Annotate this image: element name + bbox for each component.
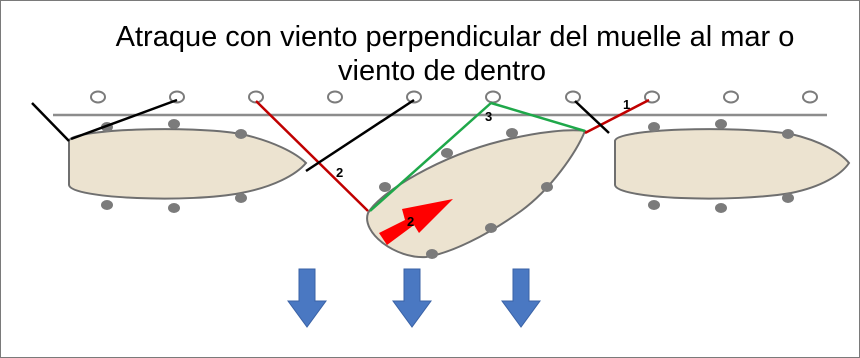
- bollard: [327, 90, 343, 104]
- bollard: [406, 90, 422, 104]
- line-black-1: [574, 100, 610, 134]
- fenders: [648, 119, 794, 213]
- movement-arrow: [379, 199, 453, 245]
- diagram-title-line-1: Atraque con viento perpendicular del mue…: [115, 21, 795, 53]
- label-arrow-2: 2: [407, 214, 414, 229]
- bollard: [802, 90, 818, 104]
- wind-arrow-icon: [392, 268, 432, 328]
- hull: [614, 128, 851, 200]
- bollard: [485, 90, 501, 104]
- boat-left: [31, 98, 308, 213]
- wind-arrows: [287, 268, 541, 328]
- spring-line: [70, 98, 178, 141]
- line-red-1: [584, 98, 650, 135]
- wind-arrow-icon: [287, 268, 327, 328]
- line-green-3a: [369, 102, 492, 212]
- line-black-2: [305, 98, 415, 173]
- hull: [366, 129, 587, 259]
- bollard: [169, 90, 185, 104]
- fenders: [101, 119, 247, 213]
- wind-arrow-icon: [501, 268, 541, 328]
- hull: [68, 128, 308, 200]
- bollard: [248, 90, 264, 104]
- boat-right: [614, 119, 851, 213]
- label-line-3: 3: [485, 109, 492, 124]
- stern-line: [31, 102, 70, 142]
- fenders: [379, 128, 553, 259]
- diagram-title-line-2: viento de dentro: [338, 55, 546, 87]
- bollard: [565, 90, 581, 104]
- boat-middle: [366, 128, 587, 259]
- line-green-3b: [490, 101, 586, 133]
- bollards: [90, 90, 818, 104]
- label-line-2: 2: [336, 165, 343, 180]
- line-red-2: [255, 100, 369, 212]
- bollard: [723, 90, 739, 104]
- label-line-1: 1: [623, 97, 630, 112]
- bollard: [90, 90, 106, 104]
